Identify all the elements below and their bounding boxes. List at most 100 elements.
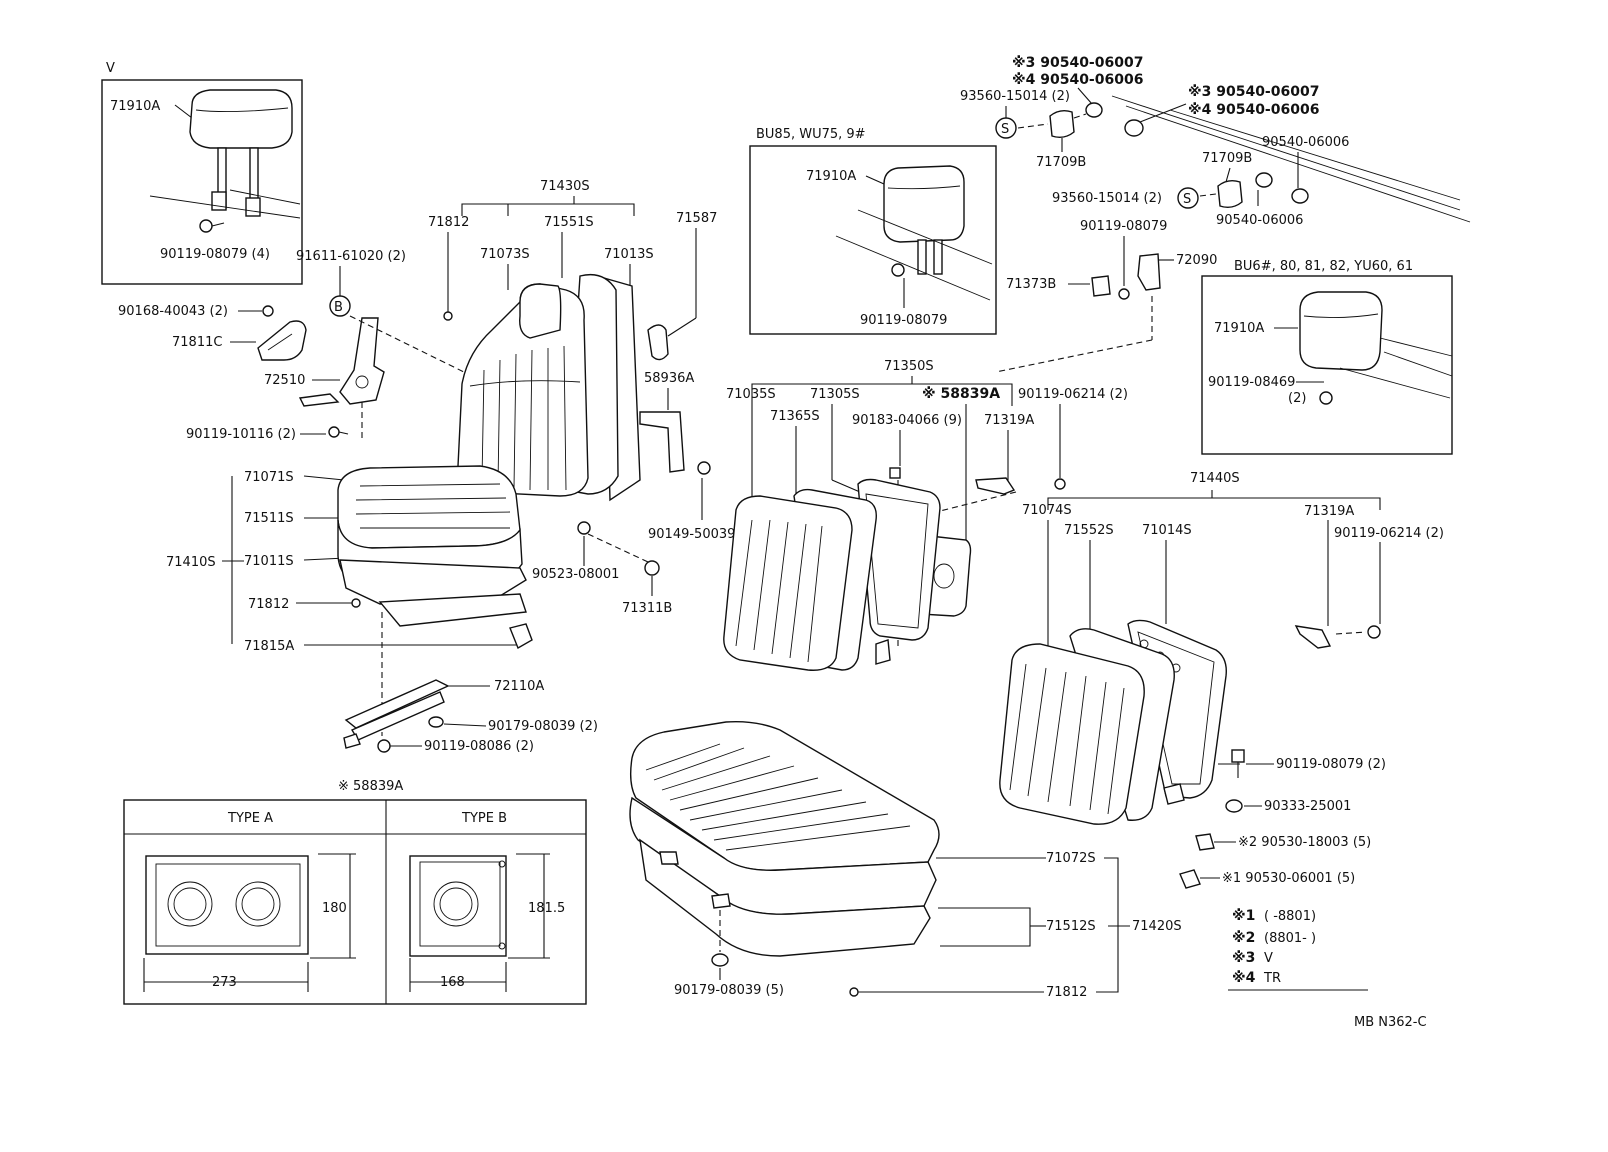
part-label: 71551S [544,215,594,230]
rod-71319a-icon [1294,625,1332,649]
part-label: 72510 [264,373,305,388]
part-label: 71071S [244,470,294,485]
latch-72090-icon [1137,253,1161,291]
part-label: 71430S [540,179,590,194]
part-label: 71014S [1142,523,1192,538]
part-label: 91611-61020 (2) [296,249,406,264]
part-label: 71440S [1190,471,1240,486]
part-label: 90119-08086 (2) [424,739,534,754]
part-label: 90119-10116 (2) [186,427,296,442]
part-label: 71305S [810,387,860,402]
legend-mark: ※3 [1232,950,1255,966]
part-label: 71072S [1046,851,1096,866]
bolt-icon [891,263,905,277]
part-label: 71815A [244,639,294,654]
part-label: 71350S [884,359,934,374]
part-label: 90179-08039 (2) [488,719,598,734]
rear-seat-cushion-icon [629,720,940,957]
part-label: 90540-06006 [1216,213,1303,228]
bolt-icon [1367,625,1381,639]
inset-v-bolt-label: 90119-08079 (4) [160,247,270,262]
part-label: 71074S [1022,503,1072,518]
bolt-icon [1118,288,1130,300]
cover-71811c-icon [257,320,307,361]
part-label: 93560-15014 (2) [1052,191,1162,206]
type-table-title: ※ 58839A [338,779,403,794]
legend-mark: ※4 [1232,970,1256,986]
inset-v-headrest-label: 71910A [110,99,160,114]
part-label: 71812 [248,597,289,612]
type-b-width: 168 [440,975,465,990]
type-table: ※ 58839A TYPE A TYPE B 180 273 181.5 [123,779,587,1005]
part-label: 90333-25001 [1264,799,1351,814]
legend-text: (8801- ) [1264,931,1316,946]
rear-seat-back-71350s-icon [723,478,972,671]
part-label: 90119-06214 (2) [1018,387,1128,402]
bolt-icon [697,461,711,475]
part-label: 58936A [644,371,694,386]
inset-v: V 71910A 90119-08079 (4) [101,61,303,285]
part-label: 71013S [604,247,654,262]
legend-text: V [1264,951,1273,966]
part-label: ※3 90540-06007 [1188,84,1319,100]
screw-icon [262,305,274,317]
inset-bu6-title: BU6#, 80, 81, 82, YU60, 61 [1234,259,1413,274]
part-label: ※1 90530-06001 (5) [1222,871,1355,886]
legend-text: ( -8801) [1264,909,1316,924]
part-label: 90183-04066 (9) [852,413,962,428]
bracket-58936a-icon [639,411,685,473]
type-b-header: TYPE B [461,811,507,826]
circle-b-letter: B [334,300,343,315]
circle-b-icon: B [329,295,351,317]
inset-v-tag: V [106,61,115,76]
legend-text: TR [1263,971,1281,986]
part-label: 71812 [428,215,469,230]
seat-track-72110a-icon [343,679,450,749]
rod-71319a-icon [975,477,1016,495]
part-label: 71011S [244,554,294,569]
cup-holder-type-b-icon [409,855,507,957]
clip-icon [1195,833,1215,851]
circle-s-icon: S [1177,187,1199,209]
part-label: 90119-06214 (2) [1334,526,1444,541]
leader [174,104,193,119]
circle-s-letter: S [1001,122,1009,137]
bolt-icon [1231,749,1245,778]
plug-icon [1225,799,1243,813]
bushing-icon [1124,119,1144,137]
part-label: 71812 [1046,985,1087,1000]
part-label: ※2 90530-18003 (5) [1238,835,1371,850]
legend-mark: ※2 [1232,930,1255,946]
inset-bu85: BU85, WU75, 9# 71910A 90119-08079 [749,127,997,335]
bolt-icon [1054,478,1066,490]
legend-mark: ※1 [1232,908,1255,924]
legend: ※1 ( -8801) ※2 (8801- ) ※3 V ※4 TR [1228,908,1368,991]
part-label: 90179-08039 (5) [674,983,784,998]
inset-v-frame [101,79,303,285]
clip-icon [889,467,901,479]
part-label: 71319A [1304,504,1354,519]
type-b-height: 181.5 [528,901,565,916]
part-label: 90119-08079 (2) [1276,757,1386,772]
bolt-icon [328,426,349,438]
nut-icon [711,953,729,967]
part-label: ※4 90540-06006 [1012,72,1143,88]
part-label: 71552S [1064,523,1114,538]
part-label: 71319A [984,413,1034,428]
part-label: 71410S [166,555,216,570]
part-label: 90523-08001 [532,567,619,582]
front-seat-cushion-icon [337,465,533,650]
part-label: 71420S [1132,919,1182,934]
hinge-72510-icon [298,317,385,407]
clip-71709b-icon [1049,109,1075,139]
headrest-icon [883,165,965,275]
part-label: 93560-15014 (2) [960,89,1070,104]
part-label: 71587 [676,211,717,226]
part-label: 71512S [1046,919,1096,934]
clip-icon [1179,869,1201,889]
inset-bu85-headrest-label: 71910A [806,169,856,184]
grommet-icon [577,521,591,535]
part-label: 71311B [622,601,672,616]
circle-s-icon: S [995,117,1017,139]
part-label: 90149-50039 [648,527,735,542]
